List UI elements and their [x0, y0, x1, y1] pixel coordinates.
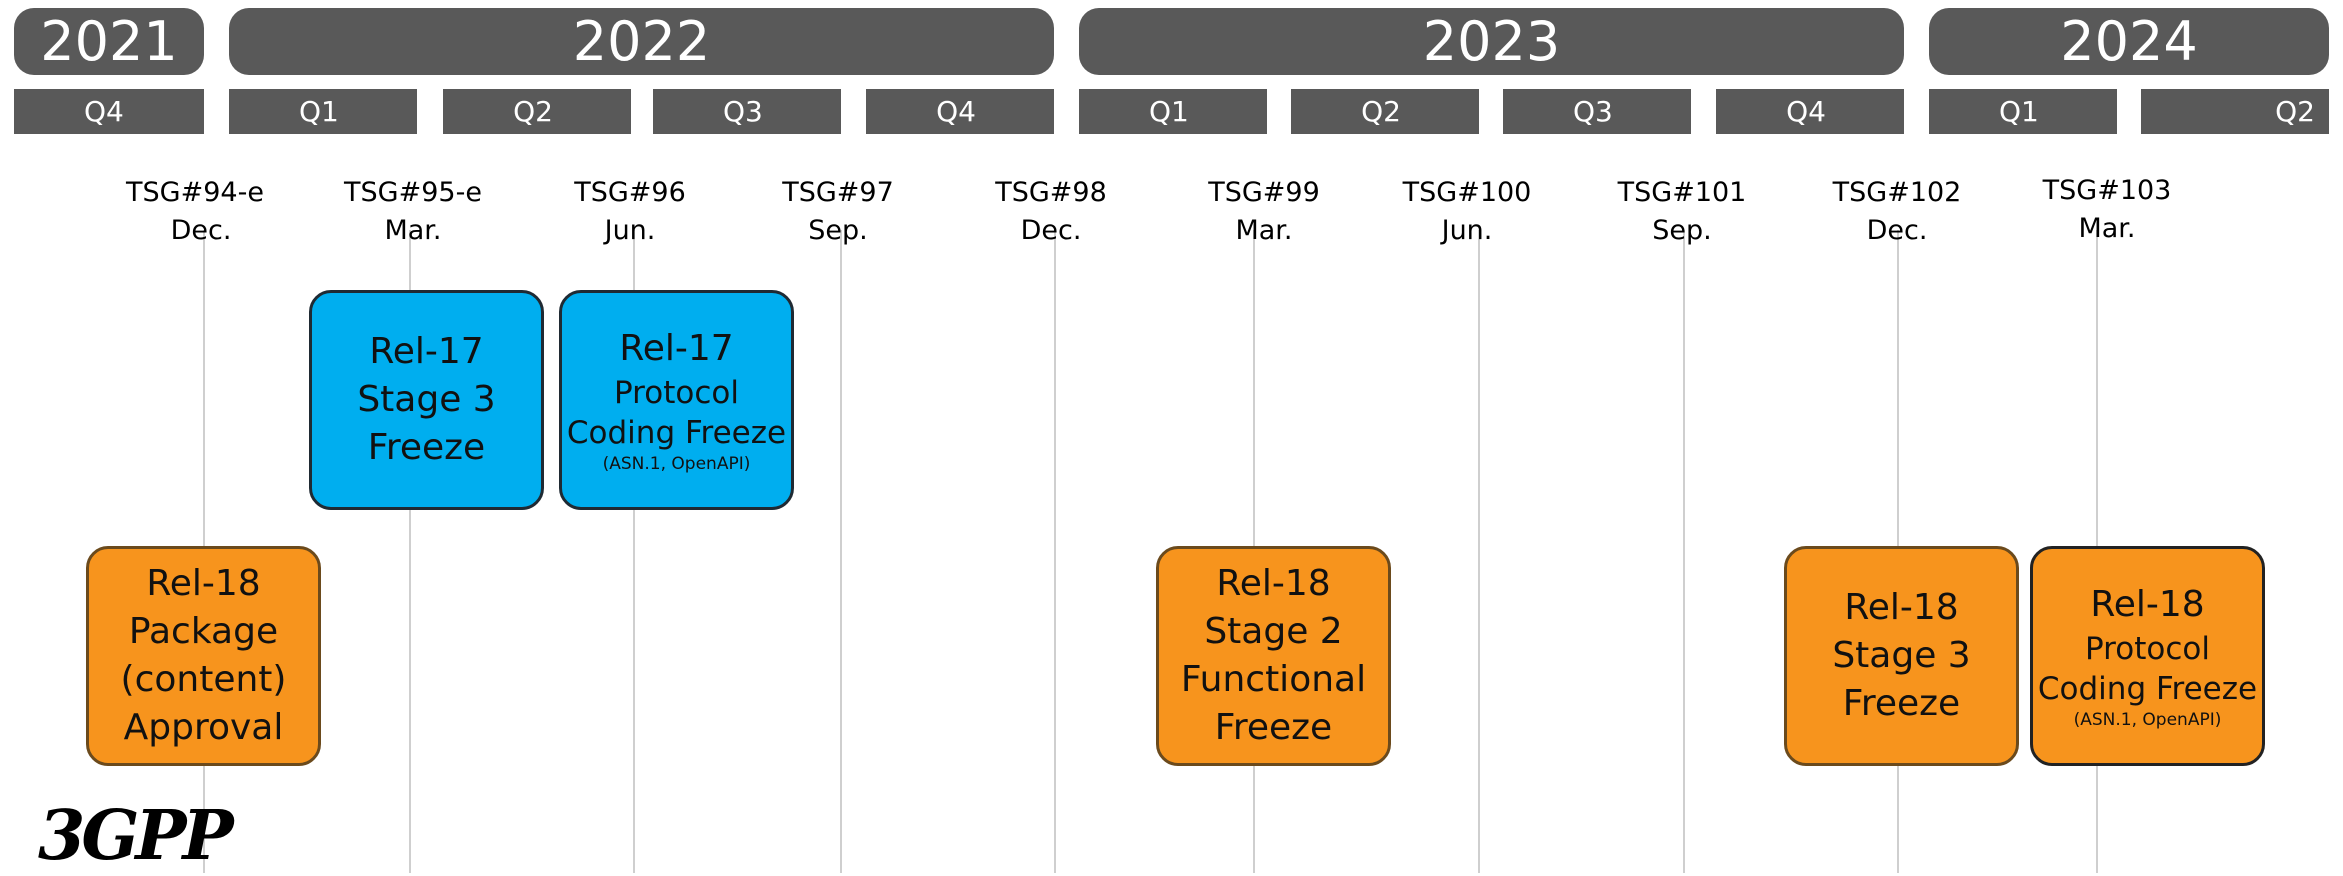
milestone-line: Freeze	[1842, 683, 1961, 724]
meeting-month: Sep.	[808, 215, 868, 246]
quarter-2024-q1: Q1	[1929, 89, 2117, 134]
milestone-line: Package	[128, 611, 279, 652]
quarter-2023-q4: Q4	[1716, 89, 1904, 134]
meeting-id: TSG#100	[1402, 177, 1532, 208]
timeline-line-tsg97	[840, 230, 842, 873]
meeting-tsg95: TSG#95-e Mar.	[313, 174, 513, 250]
meeting-id: TSG#98	[995, 177, 1107, 208]
meeting-id: TSG#96	[574, 177, 686, 208]
meeting-month: Mar.	[1235, 215, 1293, 246]
milestone-rel18-stage3-freeze: Rel-18 Stage 3 Freeze	[1784, 546, 2019, 766]
quarter-2022-q3: Q3	[653, 89, 841, 134]
year-2022: 2022	[229, 8, 1054, 75]
milestone-rel18-package-approval: Rel-18 Package (content) Approval	[86, 546, 321, 766]
milestone-rel18-protocol-coding-freeze: Rel-18 Protocol Coding Freeze (ASN.1, Op…	[2030, 546, 2265, 766]
timeline-line-tsg96	[633, 230, 635, 873]
milestone-release: Rel-18	[1216, 563, 1331, 604]
milestone-line: Freeze	[367, 427, 486, 468]
year-2024: 2024	[1929, 8, 2329, 75]
3gpp-logo: 3GPP	[38, 796, 234, 876]
milestone-release: Rel-18	[146, 563, 261, 604]
meeting-month: Dec.	[170, 215, 232, 246]
meeting-tsg102: TSG#102 Dec.	[1797, 174, 1997, 250]
meeting-id: TSG#102	[1832, 177, 1962, 208]
milestone-note: (ASN.1, OpenAPI)	[2073, 710, 2222, 730]
meeting-tsg96: TSG#96 Jun.	[530, 174, 730, 250]
timeline-line-tsg101	[1683, 230, 1685, 873]
milestone-line: Stage 3	[1832, 635, 1971, 676]
meeting-tsg97: TSG#97 Sep.	[738, 174, 938, 250]
timeline-line-tsg95	[409, 230, 411, 873]
meeting-month: Mar.	[2078, 213, 2136, 244]
milestone-line: Stage 2	[1204, 611, 1343, 652]
milestone-line: Approval	[123, 707, 284, 748]
quarter-2022-q4: Q4	[866, 89, 1054, 134]
meeting-tsg98: TSG#98 Dec.	[951, 174, 1151, 250]
milestone-line: (content)	[120, 659, 287, 700]
meeting-tsg94: TSG#94-e Dec.	[95, 174, 295, 250]
milestone-note: (ASN.1, OpenAPI)	[602, 454, 751, 474]
quarter-2021-q4: Q4	[14, 89, 204, 134]
milestone-line: Functional	[1180, 659, 1367, 700]
meeting-id: TSG#103	[2042, 175, 2172, 206]
milestone-release: Rel-17	[369, 331, 484, 372]
milestone-line: Stage 3	[357, 379, 496, 420]
meeting-tsg103: TSG#103 Mar.	[2007, 172, 2207, 248]
meeting-id: TSG#97	[782, 177, 894, 208]
milestone-line: Protocol	[614, 375, 739, 411]
meeting-id: TSG#101	[1617, 177, 1747, 208]
timeline-line-tsg100	[1478, 230, 1480, 873]
quarter-2024-q2: Q2	[2141, 89, 2329, 134]
year-2023: 2023	[1079, 8, 1904, 75]
meeting-id: TSG#95-e	[344, 177, 482, 208]
meeting-tsg99: TSG#99 Mar.	[1164, 174, 1364, 250]
milestone-release: Rel-18	[2090, 584, 2205, 625]
meeting-month: Dec.	[1866, 215, 1928, 246]
meeting-id: TSG#99	[1208, 177, 1320, 208]
meeting-id: TSG#94-e	[126, 177, 264, 208]
meeting-month: Jun.	[1441, 215, 1493, 246]
year-2021: 2021	[14, 8, 204, 75]
quarter-2023-q1: Q1	[1079, 89, 1267, 134]
milestone-line: Coding Freeze	[2037, 671, 2258, 707]
meeting-tsg100: TSG#100 Jun.	[1367, 174, 1567, 250]
milestone-release: Rel-17	[619, 328, 734, 369]
milestone-rel17-stage3-freeze: Rel-17 Stage 3 Freeze	[309, 290, 544, 510]
milestone-line: Freeze	[1214, 707, 1333, 748]
meeting-month: Jun.	[604, 215, 656, 246]
milestone-rel18-stage2-functional-freeze: Rel-18 Stage 2 Functional Freeze	[1156, 546, 1391, 766]
meeting-month: Mar.	[384, 215, 442, 246]
meeting-month: Sep.	[1652, 215, 1712, 246]
quarter-2022-q1: Q1	[229, 89, 417, 134]
timeline-line-tsg98	[1054, 230, 1056, 873]
quarter-2023-q2: Q2	[1291, 89, 1479, 134]
meeting-tsg101: TSG#101 Sep.	[1582, 174, 1782, 250]
milestone-line: Protocol	[2085, 631, 2210, 667]
milestone-release: Rel-18	[1844, 587, 1959, 628]
milestone-rel17-protocol-coding-freeze: Rel-17 Protocol Coding Freeze (ASN.1, Op…	[559, 290, 794, 510]
quarter-2022-q2: Q2	[443, 89, 631, 134]
meeting-month: Dec.	[1020, 215, 1082, 246]
milestone-line: Coding Freeze	[566, 415, 787, 451]
quarter-2023-q3: Q3	[1503, 89, 1691, 134]
